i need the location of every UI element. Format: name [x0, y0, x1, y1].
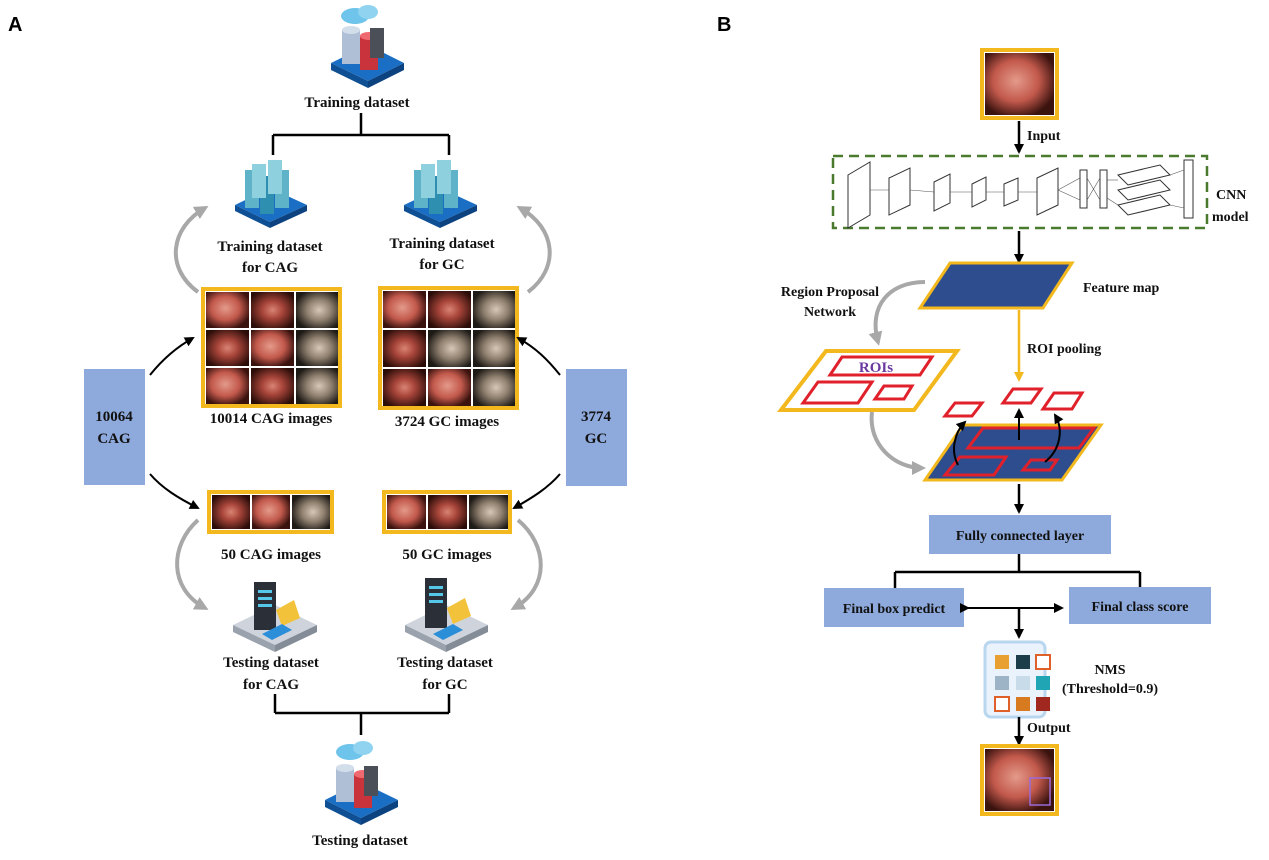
class-score-label: Final class score — [1092, 600, 1189, 615]
gc-image-grid — [378, 286, 519, 410]
test-gc-label-2: for GC — [422, 677, 467, 693]
nms-icon — [983, 640, 1051, 719]
nms-label: NMS — [1094, 663, 1125, 678]
train-gc-label-1: Training dataset — [389, 236, 494, 252]
panel-label-a: A — [8, 14, 22, 36]
rois-arrow — [869, 411, 926, 475]
train-cag-label-1: Training dataset — [217, 239, 322, 255]
train-gc-label-2: for GC — [419, 257, 464, 273]
gc-total-count: 3774 — [581, 409, 612, 425]
curve-arrow-test-gc — [510, 518, 543, 610]
rpn-arrow — [868, 280, 926, 346]
test-gc-computer-icon — [405, 578, 488, 652]
rpn-label-1: Region Proposal — [781, 285, 879, 300]
input-image — [980, 48, 1059, 120]
gc-images-label: 3724 GC images — [395, 414, 499, 430]
test-gc-strip — [382, 490, 512, 534]
detection-box — [1029, 777, 1051, 806]
rpn-label-2: Network — [804, 305, 856, 320]
feature-map — [917, 261, 1075, 310]
fc-layer-label: Fully connected layer — [956, 529, 1084, 544]
test-cag-label-2: for CAG — [243, 677, 299, 693]
output-label: Output — [1027, 721, 1071, 736]
feature-map-label: Feature map — [1083, 281, 1160, 296]
testing-merge-lines — [273, 694, 451, 735]
class-score-box — [1069, 587, 1211, 624]
cag-image-grid — [201, 287, 342, 408]
fc-layer-box — [929, 515, 1111, 554]
train-cag-label-2: for CAG — [242, 260, 298, 276]
cag-total-label: CAG — [97, 431, 131, 447]
input-label: Input — [1027, 129, 1061, 144]
test-cag-label-1: Testing dataset — [223, 655, 319, 671]
cag-total-box — [84, 369, 145, 485]
training-cag-server-icon — [235, 160, 307, 228]
gc-total-label: GC — [585, 431, 608, 447]
split-arrows — [149, 337, 561, 509]
gc-total-box — [566, 369, 627, 486]
cag-images-label: 10014 CAG images — [210, 411, 333, 427]
rois-plane — [776, 349, 961, 412]
training-gc-server-icon — [404, 160, 477, 228]
cnn-label-2: model — [1212, 210, 1249, 225]
panel-label-b: B — [717, 14, 731, 36]
cnn-label-1: CNN — [1216, 188, 1246, 203]
box-predict-box — [824, 588, 964, 627]
training-dataset-icon — [331, 5, 404, 88]
output-image — [980, 744, 1059, 816]
roi-pooling-label: ROI pooling — [1027, 342, 1101, 357]
pooling-arrows — [953, 408, 1064, 466]
test-cag-strip — [207, 490, 334, 534]
test-cag-computer-icon — [233, 582, 317, 652]
cnn-model-box — [831, 154, 1209, 230]
test-gc-label-1: Testing dataset — [397, 655, 493, 671]
test-cag-images-label: 50 CAG images — [221, 547, 321, 563]
curve-arrow-train-cag — [173, 206, 209, 294]
box-predict-label: Final box predict — [843, 602, 946, 617]
testing-dataset-icon — [325, 741, 398, 825]
pooled-feature-map — [922, 387, 1104, 482]
training-split-lines — [271, 113, 451, 155]
test-gc-images-label: 50 GC images — [402, 547, 491, 563]
nms-threshold: (Threshold=0.9) — [1062, 682, 1158, 697]
curve-arrow-train-gc — [516, 206, 552, 294]
rois-label: ROIs — [859, 360, 893, 376]
fc-split-lines — [893, 554, 1142, 588]
testing-dataset-label: Testing dataset — [312, 833, 408, 849]
cag-total-count: 10064 — [95, 409, 133, 425]
training-dataset-label: Training dataset — [304, 95, 409, 111]
curve-arrow-test-cag — [175, 518, 209, 610]
